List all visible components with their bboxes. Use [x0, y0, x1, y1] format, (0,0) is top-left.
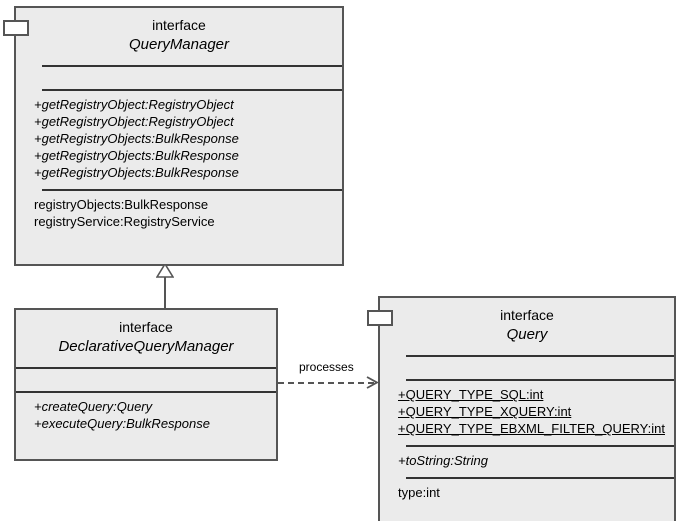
operation-item: +getRegistryObject:RegistryObject [34, 97, 234, 113]
operations-compartment-query-manager: +getRegistryObject:RegistryObject +getRe… [16, 89, 342, 189]
stereotype-label: interface [152, 17, 206, 33]
operation-item: +getRegistryObject:RegistryObject [34, 114, 234, 130]
class-name-label: Query [506, 325, 548, 343]
attributes-compartment-query-manager: registryObjects:BulkResponse registrySer… [16, 189, 342, 238]
empty-compartment-declarative-query-manager [16, 367, 276, 391]
operation-item: +getRegistryObjects:BulkResponse [34, 148, 239, 164]
generalization-triangle-icon [156, 264, 174, 278]
operations-compartment-query: +toString:String [380, 445, 674, 477]
dependency-line [278, 382, 374, 384]
class-name-label: DeclarativeQueryManager [58, 337, 234, 355]
static-constant-item: +QUERY_TYPE_XQUERY:int [398, 404, 572, 420]
operation-item: +createQuery:Query [34, 399, 153, 415]
interface-notch-icon [367, 310, 393, 326]
static-constant-item: +QUERY_TYPE_SQL:int [398, 387, 544, 403]
operation-item: +getRegistryObjects:BulkResponse [34, 165, 239, 181]
interface-notch-icon [3, 20, 29, 36]
class-header-declarative-query-manager: interface DeclarativeQueryManager [16, 310, 276, 367]
static-constant-item: +QUERY_TYPE_EBXML_FILTER_QUERY:int [398, 421, 665, 437]
operation-item: +executeQuery:BulkResponse [34, 416, 210, 432]
class-box-query-manager[interactable]: interface QueryManager +getRegistryObjec… [3, 6, 344, 266]
empty-compartment-query [380, 355, 674, 379]
empty-compartment-query-manager [16, 65, 342, 89]
class-header-query-manager: interface QueryManager [16, 8, 342, 65]
class-box-declarative-query-manager[interactable]: interface DeclarativeQueryManager +creat… [14, 308, 278, 461]
class-box-query[interactable]: interface Query +QUERY_TYPE_SQL:int +QUE… [367, 296, 676, 521]
dependency-open-arrow-icon [366, 376, 379, 389]
stereotype-label: interface [500, 307, 554, 323]
stereotype-label: interface [119, 319, 173, 335]
dependency-label: processes [299, 360, 354, 374]
attributes-compartment-query: type:int [380, 477, 674, 509]
attribute-item: type:int [398, 485, 440, 501]
operations-compartment-declarative-query-manager: +createQuery:Query +executeQuery:BulkRes… [16, 391, 276, 440]
attribute-item: registryService:RegistryService [34, 214, 215, 230]
constants-compartment-query: +QUERY_TYPE_SQL:int +QUERY_TYPE_XQUERY:i… [380, 379, 674, 445]
operation-item: +getRegistryObjects:BulkResponse [34, 131, 239, 147]
operation-item: +toString:String [398, 453, 488, 469]
attribute-item: registryObjects:BulkResponse [34, 197, 209, 213]
class-name-label: QueryManager [128, 35, 230, 53]
generalization-stem [164, 277, 166, 308]
class-header-query: interface Query [380, 298, 674, 355]
